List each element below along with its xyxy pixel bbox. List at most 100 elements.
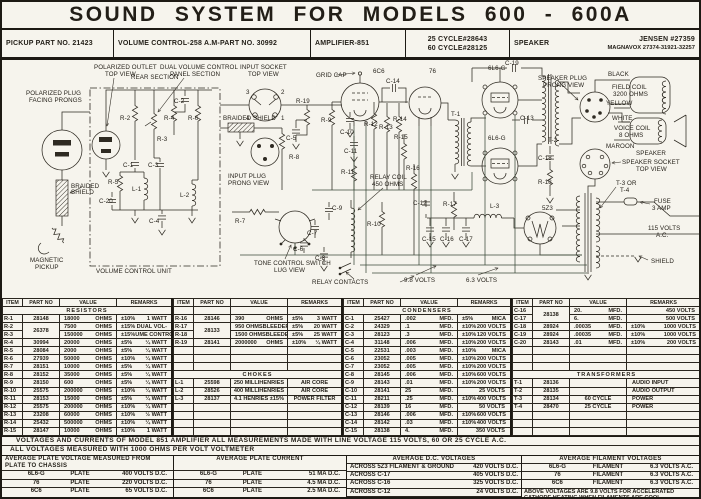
braided-shield-input — [227, 122, 255, 133]
schematic-label: POLARIZED OUTLET — [94, 64, 157, 71]
schematic-label: 5Z3 — [542, 205, 553, 212]
braided-shield-left — [55, 179, 69, 217]
schematic-label: C-9 — [332, 205, 343, 212]
schematic-label: 76 — [429, 68, 437, 75]
column-header: PART NO — [193, 297, 231, 308]
table-row — [173, 362, 343, 372]
schematic-label: DUAL VOLUME CONTROL — [160, 64, 238, 71]
schematic-label: GRID CAP — [316, 72, 347, 79]
schematic-label: INPUT SOCKET — [240, 64, 287, 71]
schematic-label: T-1 — [451, 111, 461, 118]
notes-block: VOLTAGES AND CURRENTS OF MODEL 851 AMPLI… — [2, 437, 699, 456]
schematic-label: C-10 — [340, 129, 354, 136]
voltage-row: ACROSS C-101.7 VOLTS D.C. — [347, 495, 521, 497]
schematic-label: SHIELD — [651, 258, 674, 265]
schematic-label: PICKUP — [35, 264, 59, 271]
schematic-label: 6.3 VOLTS — [466, 277, 497, 284]
column-header: VALUE — [400, 297, 458, 308]
schematic-label: 6L6-G — [488, 65, 506, 72]
schematic-label: C-8 — [315, 255, 326, 262]
schematic-label: L-3 — [490, 203, 500, 210]
table-row — [512, 418, 699, 428]
schematic-label: C-17 — [459, 236, 473, 243]
schematic-label: SHIELD — [71, 189, 94, 196]
schematic-label: C-12 — [413, 200, 427, 207]
note-line: ALL VOLTAGES MEASURED WITH 1000 OHMS PER… — [2, 445, 699, 454]
column-header: REMARKS — [116, 297, 173, 308]
column-header: REMARKS — [626, 297, 699, 308]
column-header: REMARKS — [287, 297, 343, 308]
column-header: ITEM — [2, 297, 23, 308]
schematic-label: R-3 — [157, 136, 168, 143]
schematic-label: T-3 OR — [616, 180, 637, 187]
cycle-text: 25 CYCLE — [427, 35, 463, 43]
table-row: CHOKES — [173, 370, 343, 380]
column-header: ITEM — [343, 297, 364, 308]
schematic-label: R-16 — [406, 165, 420, 172]
table-row — [173, 418, 343, 428]
schematic-label: TOP VIEW — [105, 71, 136, 78]
schematic-label: C-11 — [344, 148, 358, 155]
schematic-label: C-5 — [286, 135, 297, 142]
column-header: VALUE — [230, 297, 288, 308]
column-header: VALUE — [569, 297, 627, 308]
schematic-label: C-13 — [520, 115, 534, 122]
schematic-label: RELAY COIL — [370, 174, 407, 181]
column-header: PART NO — [363, 297, 401, 308]
schematic-label: R-13 — [379, 124, 393, 131]
schematic-label: PANEL SECTION — [170, 71, 220, 78]
schematic-label: R-5 — [108, 179, 119, 186]
schematic-label: SPEAKER — [636, 150, 666, 157]
schematic-label: VOLUME CONTROL UNIT — [96, 268, 172, 275]
schematic-label: C-19 — [505, 60, 519, 67]
schematic-label: SPEAKER PLUG — [538, 75, 587, 82]
schematic-label: R-7 — [235, 218, 246, 225]
table-row — [173, 426, 343, 436]
section-title: AVERAGE FILAMENT VOLTAGES — [559, 455, 662, 462]
schematic-label: R-8 — [289, 154, 300, 161]
table-row — [173, 346, 343, 356]
schematic-label: VOICE COIL — [614, 125, 651, 132]
pickup-part-cell: PICKUP PART NO. 21423 — [2, 30, 114, 57]
schematic-label: FUSE — [654, 198, 671, 205]
magnetic-pickup-section — [37, 111, 90, 255]
note-line: VOLTAGES AND CURRENTS OF MODEL 851 AMPLI… — [16, 436, 507, 444]
schematic-label: 3 — [246, 89, 250, 96]
schematic-label: TOP VIEW — [636, 166, 667, 173]
volume-control-cell: VOLUME CONTROL-258 A.M-PART NO. 30992 — [114, 30, 311, 57]
schematic-label: C-3 — [148, 162, 159, 169]
schematic-label: C-2 — [174, 98, 185, 105]
schematic-label: R-19 — [296, 98, 310, 105]
table-row — [173, 354, 343, 364]
speaker-section — [557, 76, 687, 180]
